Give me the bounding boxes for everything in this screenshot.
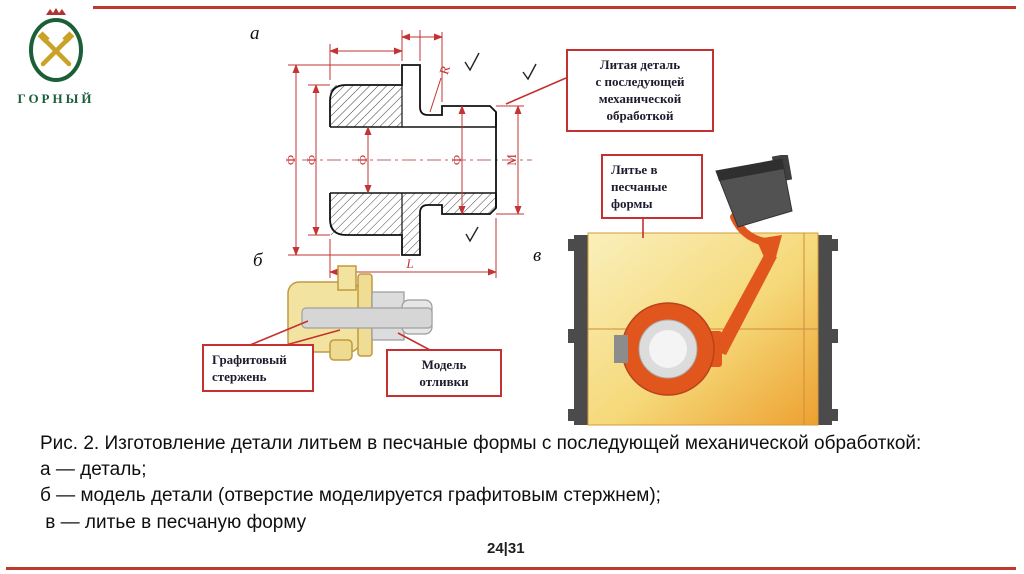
dim-m-label: M xyxy=(504,154,519,166)
bottom-accent-divider xyxy=(6,567,1016,570)
university-logo: ГОРНЫЙ xyxy=(10,8,102,107)
technical-drawing-part: Ф Ф Ф Ф M R L xyxy=(283,30,537,278)
callout-sand-mold: Литье в песчаные формы xyxy=(601,154,703,220)
caption-title: Рис. 2. Изготовление детали литьем в пес… xyxy=(40,433,922,454)
caption-item-a: а — деталь; xyxy=(40,459,147,481)
dim-phi-disc: Ф xyxy=(283,155,298,165)
dim-l-label: L xyxy=(405,256,413,271)
part-outline xyxy=(329,64,497,256)
dim-phi-end: Ф xyxy=(449,155,464,165)
orange-casting xyxy=(614,235,782,396)
dim-r-label: R xyxy=(436,63,453,76)
top-accent-divider xyxy=(93,6,1016,9)
dimension-labels: Ф Ф Ф Ф M R L xyxy=(283,63,519,271)
mold-flask-walls xyxy=(568,235,838,425)
figure-caption: Рис. 2. Изготовление детали литьем в пес… xyxy=(40,431,958,536)
dimension-lines xyxy=(288,30,524,278)
dim-phi-bore: Ф xyxy=(355,155,370,165)
crossed-hammers-icon xyxy=(37,31,75,67)
callout-graphite-rod: Графитовый стержень xyxy=(202,344,314,393)
figure-label-a: а xyxy=(250,23,260,44)
wreath-icon xyxy=(29,18,83,82)
logo-text: ГОРНЫЙ xyxy=(17,91,95,106)
pouring-ladle-icon xyxy=(715,155,793,228)
figure-label-v: в xyxy=(533,245,542,266)
graphite-rod-shape xyxy=(301,307,433,329)
callout-model: Модель отливки xyxy=(386,349,502,398)
dim-phi-flange: Ф xyxy=(304,155,319,165)
callout-cast-part: Литая деталь с последующей механической … xyxy=(566,49,714,132)
figure-label-b: б xyxy=(253,250,263,271)
section-hatching xyxy=(330,85,496,255)
core-chaplet xyxy=(614,335,628,363)
caption-item-b: б — модель детали (отверстие моделируетс… xyxy=(40,485,661,507)
university-crest-icon xyxy=(29,8,83,82)
caption-item-v: в — литье в песчаную форму xyxy=(40,511,307,533)
crown-icon xyxy=(46,8,66,15)
sand-casting-illustration xyxy=(568,155,838,426)
page-number: 24|31 xyxy=(487,540,525,557)
